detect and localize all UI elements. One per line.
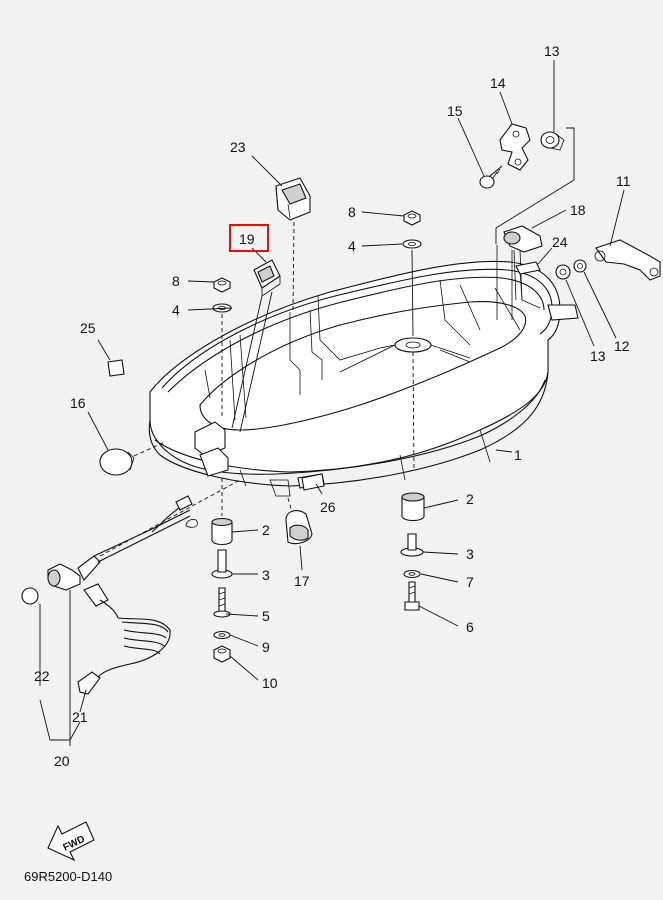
callout-19[interactable]: 19 [239,231,255,247]
callout-4-center[interactable]: 4 [348,238,356,254]
callout-4-left[interactable]: 4 [172,302,180,318]
nut-part-8-center[interactable] [403,210,421,226]
callout-2-left[interactable]: 2 [262,522,270,538]
washer-part-12[interactable] [573,259,587,273]
grommet-part-23[interactable] [275,177,311,221]
grommet-part-17[interactable] [285,510,313,545]
callout-21[interactable]: 21 [72,709,88,725]
plate-part-26[interactable] [301,473,325,491]
plate-part-24[interactable] [515,261,541,275]
mount-rubber-part-2-right[interactable] [401,492,425,522]
callout-25[interactable]: 25 [80,320,96,336]
callout-7[interactable]: 7 [466,574,474,590]
callout-1[interactable]: 1 [514,447,522,463]
bolt-part-15[interactable] [479,165,503,189]
bolt-part-6[interactable] [404,581,420,611]
lanyard-part-21[interactable] [77,583,171,695]
callout-24[interactable]: 24 [552,234,568,250]
bolt-part-5[interactable] [213,587,231,618]
callout-12[interactable]: 12 [614,338,630,354]
plug-part-16[interactable] [99,448,135,476]
washer-part-7[interactable] [403,569,421,579]
callout-3-right[interactable]: 3 [466,546,474,562]
highlight-box-19 [229,224,269,252]
callout-8-left[interactable]: 8 [172,273,180,289]
bracket-part-19[interactable] [253,259,281,297]
callout-13-right[interactable]: 13 [590,348,606,364]
collar-part-3-right[interactable] [400,533,424,557]
bottom-cowling-part[interactable] [148,245,579,497]
callout-2-right[interactable]: 2 [466,491,474,507]
leader-lines [39,60,625,746]
callout-labels: 1 2 2 3 3 4 4 5 6 7 8 8 9 10 11 12 13 13… [34,43,631,769]
bushing-part-13-right[interactable] [555,264,571,280]
callout-8-center[interactable]: 8 [348,204,356,220]
bracket-part-11[interactable] [594,239,661,281]
label-part-25[interactable] [107,359,125,377]
washer-part-9[interactable] [213,630,231,640]
bracket-part-14[interactable] [499,123,531,171]
callout-9[interactable]: 9 [262,639,270,655]
stop-switch-part-20[interactable] [47,495,198,591]
callout-14[interactable]: 14 [490,75,506,91]
callout-3-left[interactable]: 3 [262,567,270,583]
nut-part-10[interactable] [213,645,231,663]
callout-6[interactable]: 6 [466,619,474,635]
forward-arrow-icon: FWD [47,821,95,862]
callout-23[interactable]: 23 [230,139,246,155]
collar-part-3-left[interactable] [211,549,233,579]
callout-13-top[interactable]: 13 [544,43,560,59]
callout-15[interactable]: 15 [447,103,463,119]
callout-5[interactable]: 5 [262,608,270,624]
callout-26[interactable]: 26 [320,499,336,515]
lever-part-18[interactable] [503,225,543,301]
lock-plate-part-22[interactable] [21,587,39,605]
callout-22[interactable]: 22 [34,668,50,684]
callout-17[interactable]: 17 [294,573,310,589]
callout-11[interactable]: 11 [616,173,631,189]
callout-16[interactable]: 16 [70,395,86,411]
mount-rubber-part-2-left[interactable] [211,517,233,546]
diagram-code: 69R5200-D140 [24,869,112,884]
nut-part-8-left[interactable] [213,277,231,293]
bushing-part-13-top[interactable] [540,131,565,151]
callout-10[interactable]: 10 [262,675,278,691]
washer-part-4-center[interactable] [402,239,422,249]
callout-18[interactable]: 18 [570,202,586,218]
callout-20[interactable]: 20 [54,753,70,769]
